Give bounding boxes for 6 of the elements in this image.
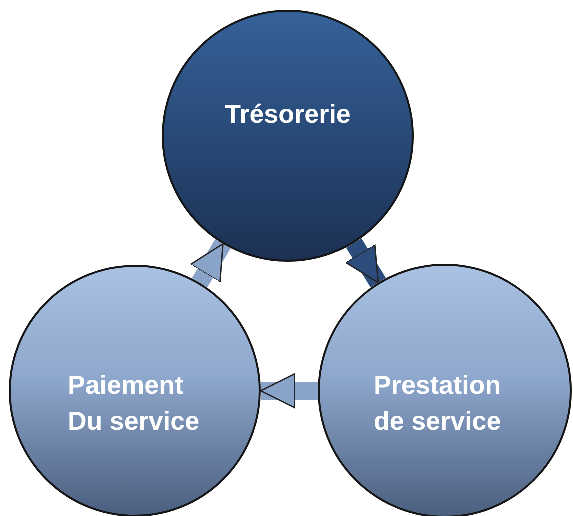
- block-arrow: [260, 373, 318, 409]
- node-label: Paiement Du service: [68, 368, 201, 438]
- node-label: Trésorerie: [225, 98, 351, 131]
- node-label: Prestation de service: [374, 368, 502, 438]
- block-arrow: [190, 239, 231, 288]
- block-arrow: [345, 238, 386, 288]
